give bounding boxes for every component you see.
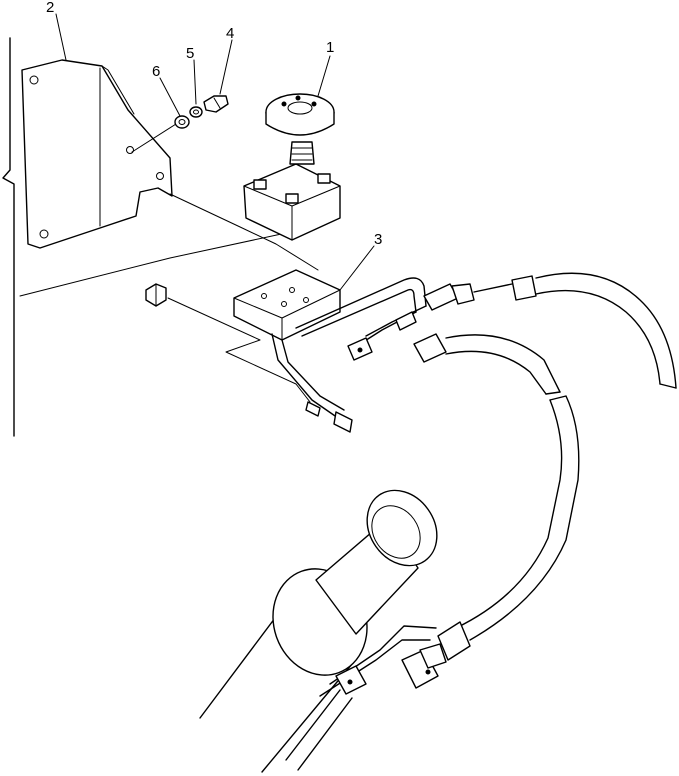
washer-6 [174,115,190,129]
hydraulic-hoses [413,272,677,661]
callout-2: 2 [46,0,54,16]
callout-6: 6 [152,63,160,80]
bracket-plate [21,59,173,249]
callout-5: 5 [186,45,194,62]
hydraulic-cylinder [199,489,447,773]
callout-1: 1 [326,39,334,56]
nut-fitting [145,283,311,403]
callout-4: 4 [226,25,234,42]
callout-3: 3 [374,231,382,248]
manifold-tube-assembly [233,269,475,433]
washer-5 [189,106,203,118]
callout-leaders [55,13,375,291]
frame-edge [2,37,301,437]
fastener-stack [131,95,229,153]
control-valve [243,93,341,241]
bolt-4 [203,95,229,113]
assembly-leader-a [169,193,319,271]
